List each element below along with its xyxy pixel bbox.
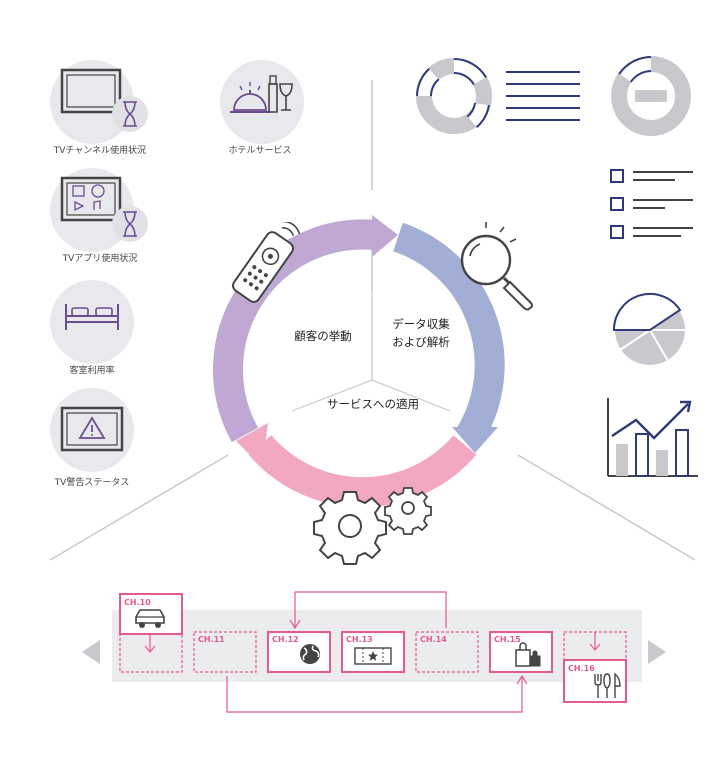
segment-label-data-collection: データ収集 および解析 — [376, 315, 466, 352]
tv-warning-icon — [60, 406, 124, 452]
channel-card-14[interactable] — [415, 631, 479, 673]
channel-card-12[interactable] — [267, 631, 331, 673]
tv-alert-label: TV警告ステータス — [54, 478, 130, 488]
tv-hourglass-icon — [60, 68, 148, 132]
ring-gauge-icon — [611, 56, 691, 136]
segment-label-data-line1: データ収集 — [392, 317, 450, 331]
checklist-icon — [610, 169, 693, 239]
arrow-blue — [452, 427, 498, 453]
globe-icon — [300, 644, 320, 664]
tv-apps-icon — [60, 176, 148, 242]
pie-chart-icon — [612, 292, 688, 367]
segment-label-service-application: サービスへの適用 — [327, 397, 419, 411]
arrow-purple — [372, 215, 398, 257]
channel-card-10[interactable] — [119, 593, 183, 635]
ticket-icon — [354, 647, 392, 665]
channel-label-13: CH.13 — [346, 635, 373, 644]
cycle-diagram — [213, 215, 505, 508]
segment-label-customer-behavior: 顧客の挙動 — [294, 329, 352, 343]
tv-app-label: TVアプリ使用状況 — [62, 254, 138, 264]
magnifier-icon — [460, 222, 533, 311]
car-icon — [135, 609, 165, 628]
remote-control-icon — [231, 222, 301, 303]
channel-label-16: CH.16 — [568, 664, 595, 673]
scroll-right-arrow[interactable] — [648, 640, 666, 664]
segment-label-data-line2: および解析 — [392, 335, 450, 350]
bar-trend-icon — [607, 398, 698, 477]
bed-icon — [65, 304, 119, 330]
scroll-left-arrow[interactable] — [82, 640, 100, 664]
channel-label-14: CH.14 — [420, 635, 447, 644]
hotel-service-icon — [230, 75, 293, 113]
gears-icon — [313, 487, 432, 565]
shopping-bag-icon — [515, 642, 541, 667]
hotel-circle — [220, 60, 304, 144]
channel-label-15: CH.15 — [494, 635, 521, 644]
channel-card-11[interactable] — [193, 631, 257, 673]
hotel-label: ホテルサービス — [228, 146, 292, 156]
tv-channel-label: TVチャンネル使用状況 — [53, 146, 147, 156]
fork-knife-icon — [594, 672, 621, 698]
channel-strip: CH.10 CH.11 CH.12 CH.13 CH.14 CH.15 CH.1… — [82, 591, 666, 713]
channel-label-11: CH.11 — [198, 635, 225, 644]
arrow-pink — [236, 423, 268, 467]
channel-label-12: CH.12 — [272, 635, 299, 644]
room-label: 客室利用率 — [69, 366, 115, 376]
channel-label-10: CH.10 — [124, 598, 151, 607]
donut-list-icon — [416, 57, 580, 134]
